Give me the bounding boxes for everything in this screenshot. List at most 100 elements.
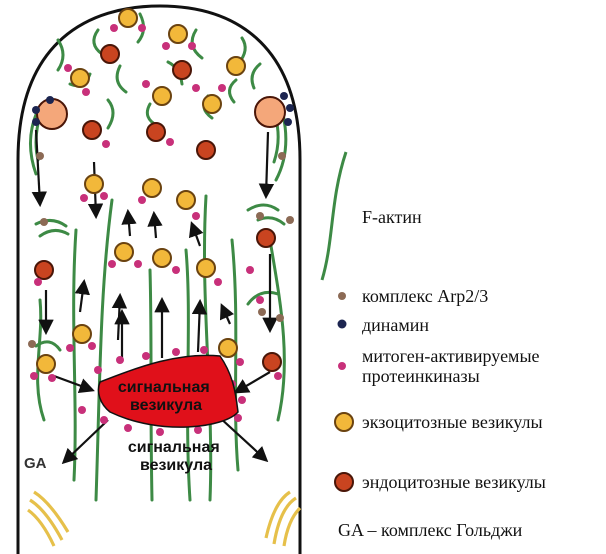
legend-endo-label: эндоцитозные везикулы: [362, 472, 546, 492]
arp23-dot: [258, 308, 266, 316]
mapk-dot: [48, 374, 56, 382]
mapk-dot: [172, 348, 180, 356]
transport-arrow: [118, 296, 120, 340]
mapk-dot: [78, 406, 86, 414]
mapk-dot: [192, 84, 200, 92]
exocytic-vesicle: [85, 175, 103, 193]
legend-mapk-label-2: протеинкиназы: [362, 366, 480, 386]
endocytic-vesicle: [83, 121, 101, 139]
dynamin-dot: [280, 92, 288, 100]
mapk-dot: [102, 140, 110, 148]
legend-endo-icon: [335, 473, 353, 491]
signal-vesicle-label: сигнальная везикула: [118, 379, 214, 414]
transport-arrow: [222, 306, 230, 324]
legend-exo-icon: [335, 413, 353, 431]
mapk-dot: [138, 196, 146, 204]
arp23-dot: [278, 152, 286, 160]
legend-exo-label: экзоцитозные везикулы: [362, 412, 543, 432]
endocytic-vesicle: [257, 229, 275, 247]
exocytic-vesicle: [219, 339, 237, 357]
endocytic-vesicle: [263, 353, 281, 371]
mapk-dot: [238, 396, 246, 404]
exocytic-vesicle: [71, 69, 89, 87]
transport-arrow: [192, 224, 200, 246]
endocytic-vesicle: [101, 45, 119, 63]
exocytic-vesicle: [203, 95, 221, 113]
exocytic-vesicle: [177, 191, 195, 209]
golgi-label: GA: [24, 455, 47, 472]
dynamin-dot: [32, 118, 40, 126]
mapk-dot: [100, 192, 108, 200]
mapk-dot: [246, 266, 254, 274]
endocytic-vesicle: [35, 261, 53, 279]
transport-arrow: [218, 416, 266, 460]
endocytic-site-right: [255, 97, 285, 127]
exocytic-vesicle: [169, 25, 187, 43]
mapk-dot: [156, 428, 164, 436]
transport-arrow: [80, 282, 84, 312]
signal-vesicle-label-below-part: сигнальная: [128, 439, 220, 456]
legend-mapk-icon: [338, 362, 346, 370]
exocytic-vesicle: [153, 87, 171, 105]
dynamin-dot: [32, 106, 40, 114]
endocytic-vesicle: [197, 141, 215, 159]
exocytic-vesicle: [143, 179, 161, 197]
mapk-dot: [100, 416, 108, 424]
legend-actin-icon: [322, 152, 346, 280]
mapk-dot: [134, 260, 142, 268]
arp23-dot: [286, 216, 294, 224]
signal-vesicle-label-line2: везикула: [130, 397, 202, 414]
mapk-dot: [214, 278, 222, 286]
mapk-dot: [192, 212, 200, 220]
mapk-dot: [256, 296, 264, 304]
exocytic-vesicle: [197, 259, 215, 277]
endocytic-vesicle: [147, 123, 165, 141]
legend-arp-icon: [338, 292, 346, 300]
mapk-dot: [64, 64, 72, 72]
mapk-dot: [116, 356, 124, 364]
mapk-dot: [88, 342, 96, 350]
transport-arrow: [236, 372, 270, 392]
endocytic-vesicle: [173, 61, 191, 79]
golgi-right: [266, 492, 300, 546]
mapk-dot: [80, 194, 88, 202]
mapk-dot: [82, 88, 90, 96]
transport-arrow: [266, 132, 268, 196]
signal-vesicle-label-below: сигнальная везикула: [128, 439, 224, 474]
transport-arrow: [36, 130, 40, 204]
signal-vesicle-label-part: сигнальная: [118, 379, 210, 396]
mapk-dot: [138, 24, 146, 32]
mapk-dot: [108, 260, 116, 268]
legend-actin-label: F-актин: [362, 207, 422, 227]
mapk-dot: [236, 358, 244, 366]
mapk-dot: [142, 80, 150, 88]
exocytic-vesicle: [37, 355, 55, 373]
legend-mapk-label-1: митоген-активируемые: [362, 346, 540, 366]
legend-golgi-label: GA – комплекс Гольджи: [338, 520, 522, 540]
mapk-dot: [218, 84, 226, 92]
legend-dynamin-icon: [338, 320, 347, 329]
mapk-dot: [30, 372, 38, 380]
mapk-dot: [166, 138, 174, 146]
transport-arrow: [198, 302, 200, 352]
exocytic-vesicle: [227, 57, 245, 75]
dynamin-dot: [286, 104, 294, 112]
transport-arrow: [64, 420, 108, 462]
transport-arrow: [154, 214, 156, 238]
mapk-dot: [66, 344, 74, 352]
mapk-dot: [142, 352, 150, 360]
mapk-dot: [34, 278, 42, 286]
legend-dynamin-label: динамин: [362, 315, 429, 335]
mapk-dot: [124, 424, 132, 432]
golgi-left: [28, 492, 68, 546]
exocytic-vesicle: [115, 243, 133, 261]
legend-arp-label: комплекс Arp2/3: [362, 286, 488, 306]
mapk-dot: [162, 42, 170, 50]
transport-arrow: [54, 376, 92, 390]
transport-arrow: [128, 212, 130, 236]
arp23-dot: [36, 152, 44, 160]
arp23-dot: [40, 218, 48, 226]
signal-vesicle-label-line2: везикула: [140, 457, 212, 474]
arp23-dot: [28, 340, 36, 348]
